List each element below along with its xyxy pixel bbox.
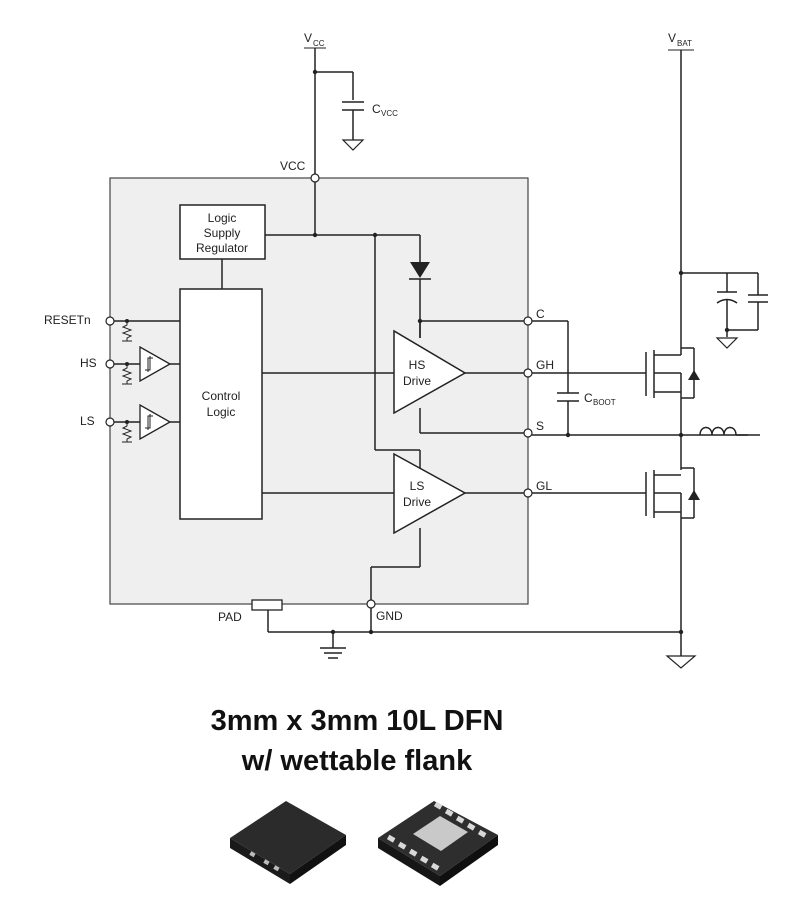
- cvcc-label: C: [372, 102, 381, 116]
- regulator-line2: Supply: [204, 226, 241, 240]
- gnd-pin: [366, 599, 376, 609]
- control-line1: Control: [202, 389, 241, 403]
- hs-driver: HS Drive: [262, 321, 528, 433]
- regulator-line1: Logic: [208, 211, 237, 225]
- cboot-capacitor: C BOOT: [532, 320, 616, 438]
- vcc-pin: [310, 173, 320, 183]
- vbat-rail: V BAT: [668, 31, 768, 349]
- ls-drive-line2: Drive: [403, 495, 431, 509]
- c-pin-label: C: [536, 307, 545, 321]
- vcc-top-sub: CC: [313, 39, 325, 48]
- vcc-top-label: V: [304, 31, 312, 45]
- hs-label: HS: [80, 356, 97, 370]
- ls-schmitt-buffer: [139, 403, 172, 441]
- vbat-label: V: [668, 31, 676, 45]
- resetn-pin: [105, 316, 115, 326]
- vcc-supply: V CC C VCC VCC: [280, 31, 398, 183]
- regulator-line3: Regulator: [196, 241, 248, 255]
- ground-symbol: [341, 139, 365, 151]
- package-caption-line2: w/ wettable flank: [241, 745, 473, 777]
- low-side-mosfet: [645, 435, 700, 656]
- ls-drive-line1: LS: [410, 479, 425, 493]
- input-pins: RESETn HS LS: [44, 313, 180, 443]
- package-bottom-view: [378, 801, 498, 886]
- gl-pin: [523, 488, 533, 498]
- gl-pin-label: GL: [536, 479, 552, 493]
- output-pins: C GH S GL: [417, 307, 554, 498]
- gh-pin-label: GH: [536, 358, 554, 372]
- ls-pin: [105, 417, 115, 427]
- inductor: [699, 426, 737, 436]
- gh-pin: [523, 368, 533, 378]
- ic-body: [109, 177, 529, 605]
- high-side-mosfet: [645, 347, 700, 438]
- ground-network: GND PAD: [218, 599, 697, 669]
- c-pin: [523, 316, 533, 326]
- gnd-label: GND: [376, 609, 403, 623]
- cboot-sub: BOOT: [593, 398, 616, 407]
- control-line2: Logic: [207, 405, 236, 419]
- exposed-pad: [251, 599, 283, 611]
- cvcc-sub: VCC: [381, 109, 398, 118]
- s-pin: [523, 428, 533, 438]
- ls-label: LS: [80, 414, 95, 428]
- vcc-pin-label: VCC: [280, 159, 306, 173]
- hs-pin: [105, 359, 115, 369]
- control-logic-block: [179, 288, 263, 520]
- pad-label: PAD: [218, 610, 242, 624]
- cboot-label: C: [584, 391, 593, 405]
- package-caption-line1: 3mm x 3mm 10L DFN: [211, 705, 504, 737]
- ls-driver: LS Drive: [262, 452, 528, 604]
- vbat-sub: BAT: [677, 39, 692, 48]
- hs-drive-line1: HS: [409, 358, 426, 372]
- resetn-label: RESETn: [44, 313, 91, 327]
- hs-drive-line2: Drive: [403, 374, 431, 388]
- hs-schmitt-buffer: [139, 345, 172, 383]
- s-pin-label: S: [536, 419, 544, 433]
- package-top-view: [230, 801, 346, 884]
